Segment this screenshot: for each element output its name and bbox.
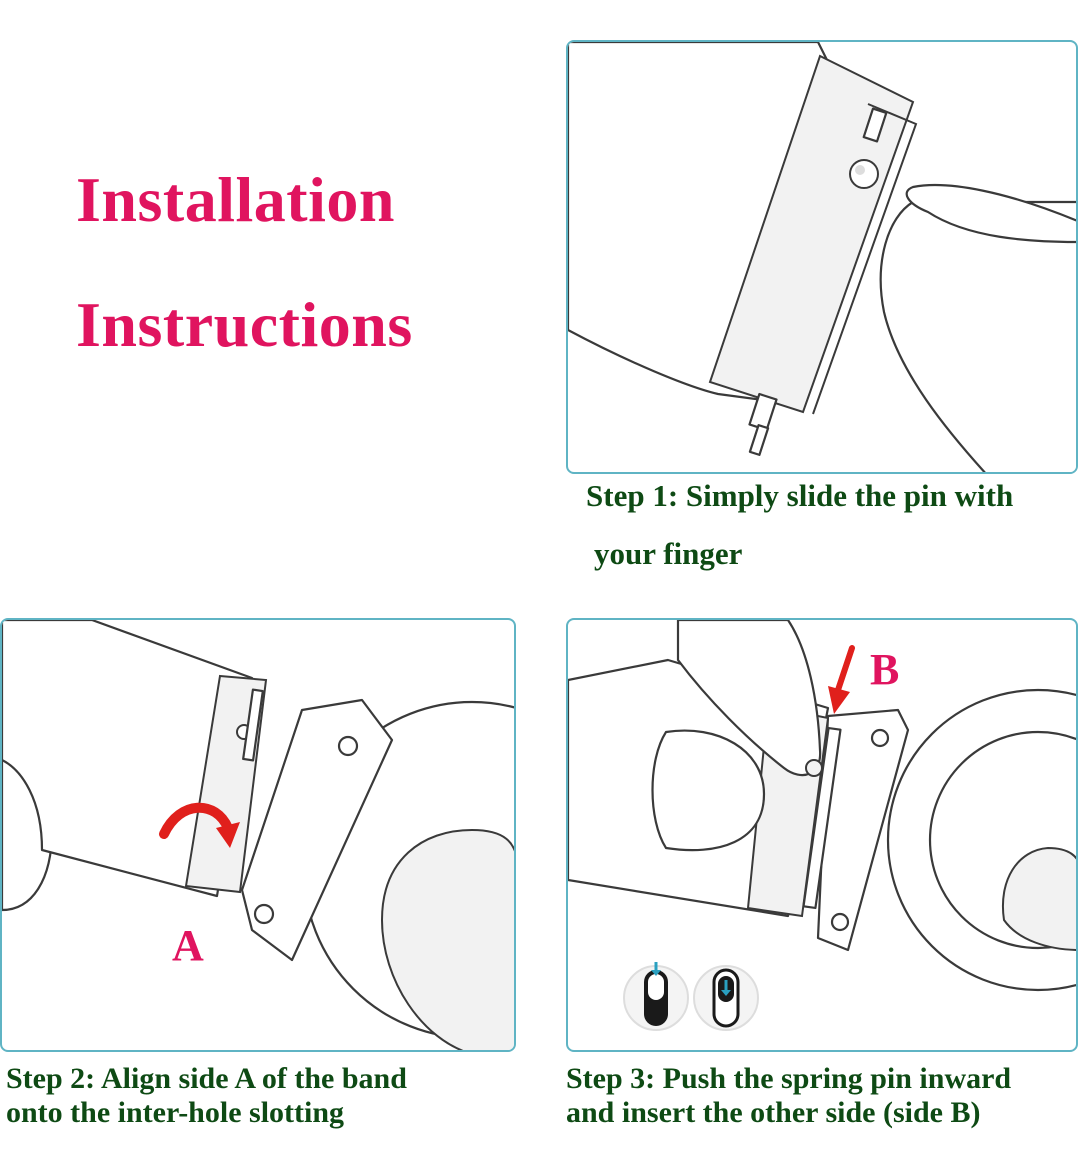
band-edge-line	[812, 103, 918, 415]
red-arrow-head	[216, 822, 240, 848]
step2-caption-line2: onto the inter-hole slotting	[6, 1096, 345, 1129]
step2-caption-line1: Step 2: Align side A of the band	[6, 1062, 407, 1095]
toggle-icon-pressed	[623, 962, 689, 1031]
step1-caption-line1: Step 1: Simply slide the pin with	[586, 478, 1014, 513]
step3-caption-line1: Step 3: Push the spring pin inward	[566, 1062, 1012, 1095]
step1-caption-line2: your finger	[594, 536, 743, 571]
title-installation: Installation	[76, 164, 395, 235]
side-b-label: B	[870, 645, 899, 694]
hand-shape	[879, 200, 1076, 472]
pin-knob	[849, 159, 879, 189]
red-down-arrow	[835, 645, 855, 693]
pushing-finger	[676, 620, 822, 777]
side-a-label: A	[172, 921, 204, 970]
step2-illustration: A	[2, 620, 514, 1050]
step1-illustration-panel	[566, 40, 1078, 474]
band-body	[2, 620, 254, 898]
pin-knob-highlight	[855, 165, 865, 175]
toggle-icon-released	[693, 965, 759, 1031]
lug-screw-bottom	[253, 903, 275, 925]
step2-illustration-panel: A	[0, 618, 516, 1052]
red-curved-arrow	[159, 802, 233, 839]
lug-screw-top	[337, 735, 359, 757]
spring-bar	[802, 726, 842, 910]
red-arrow-head	[828, 686, 850, 714]
watch-back	[380, 828, 514, 1050]
spring-bar-tip	[748, 424, 770, 456]
step3-illustration-panel: B	[566, 618, 1078, 1052]
watch-lug	[240, 698, 394, 962]
band-hole	[651, 729, 766, 852]
lug-screw-top	[870, 728, 890, 748]
step1-illustration	[568, 42, 1076, 472]
step3-caption-line2: and insert the other side (side B)	[566, 1096, 981, 1129]
pin-knob	[805, 759, 823, 777]
finger-nail	[905, 184, 1076, 244]
step3-illustration: B	[568, 620, 1076, 1031]
title-instructions: Instructions	[76, 289, 413, 360]
spring-bar	[242, 688, 264, 762]
band-end-plate	[708, 54, 915, 414]
watch-back	[1001, 846, 1076, 951]
watch-lug	[816, 708, 910, 952]
spring-bar-top	[862, 107, 888, 143]
lug-screw-bottom	[830, 912, 850, 932]
